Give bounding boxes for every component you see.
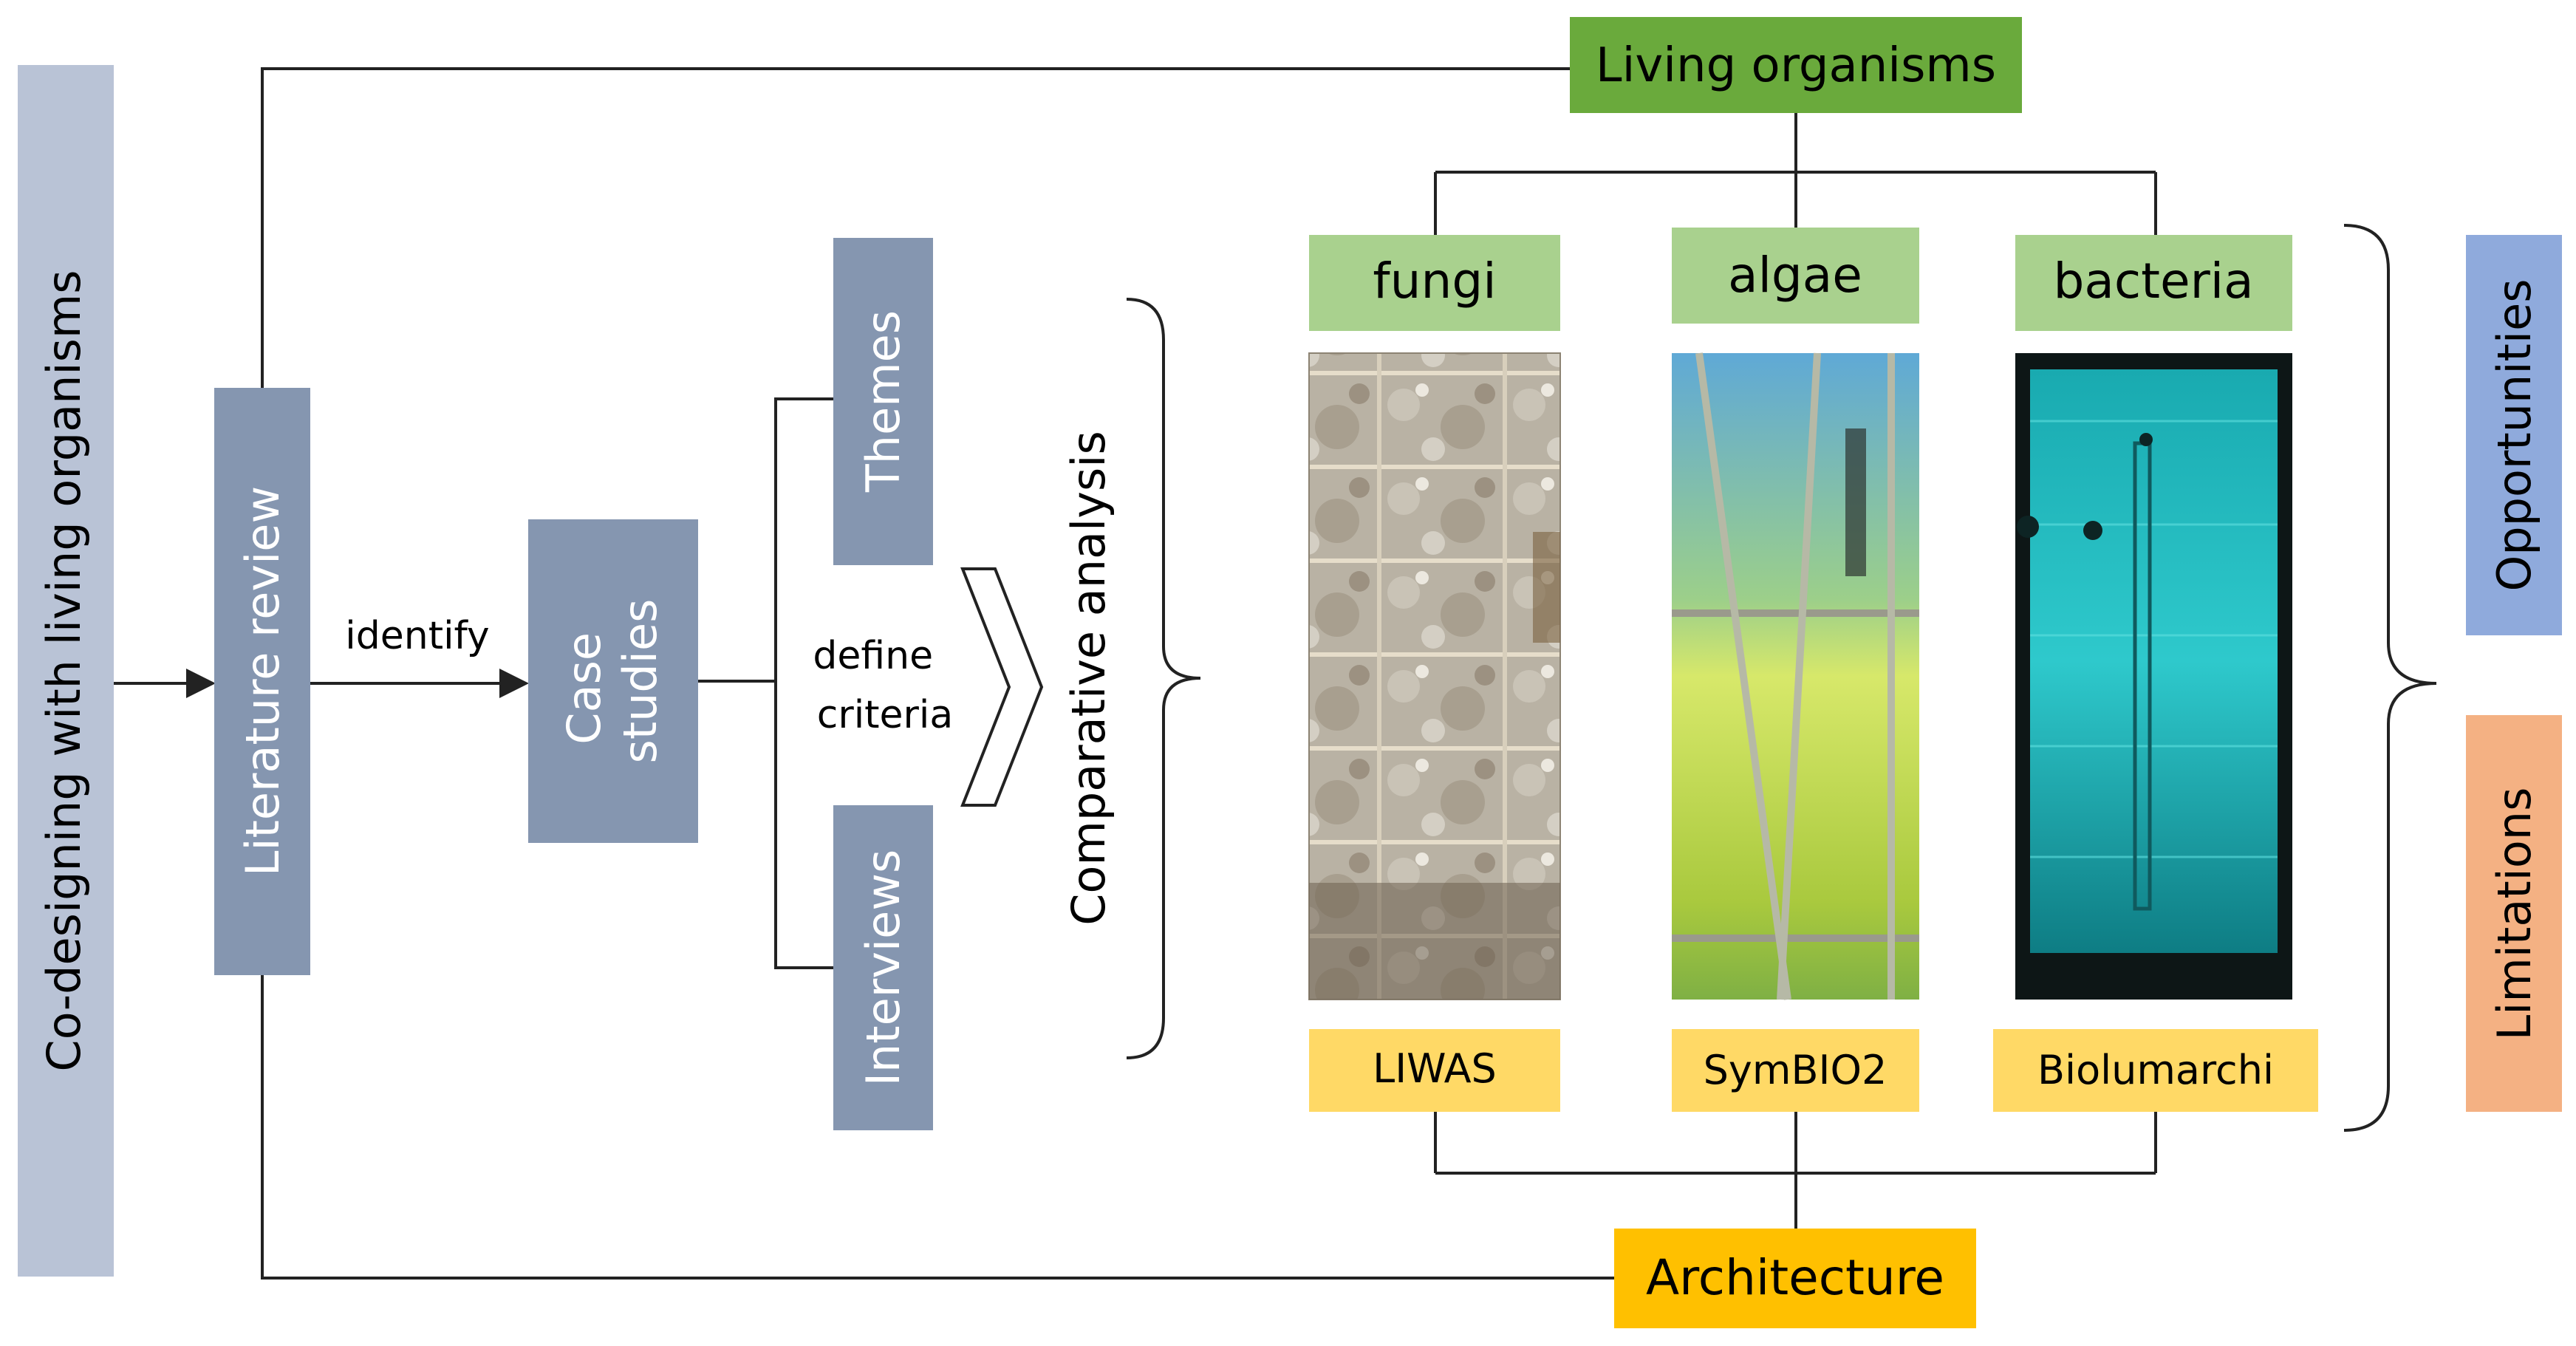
limitations-label: Limitations [2487,788,2541,1041]
define-criteria-line-2: criteria [817,693,954,737]
case-studies-line-2: studies [613,599,667,764]
symbio2-label: SymBIO2 [1704,1047,1887,1093]
themes-label: Themes [856,310,910,493]
liwas-box [1309,1029,1560,1112]
comparative-brace [1126,298,1201,1059]
interviews-box [833,805,933,1130]
define-criteria-line-1: define [813,634,933,678]
chevron-arrow-icon [960,567,1044,807]
opportunities-box [2466,235,2562,635]
biolumarchi-box [1993,1029,2318,1112]
symbio2-box [1672,1029,1919,1112]
outcomes-brace [2343,224,2437,1132]
bottom-connector [261,975,1614,1280]
literature-review-box [214,388,310,975]
top-connector [261,67,1570,388]
bacteria-photo [2015,353,2292,1000]
fungi-box [1309,235,1560,331]
limitations-box [2466,715,2562,1112]
liwas-label: LIWAS [1373,1045,1497,1092]
living-organisms-box [1570,17,2022,113]
fungi-label: fungi [1373,253,1496,310]
define-criteria-label: define criteria [813,634,953,737]
algae-box [1672,228,1919,324]
living-organisms-label: Living organisms [1596,38,1996,93]
left-side-box [18,65,114,1277]
bacteria-label: bacteria [2053,253,2253,310]
interviews-label: Interviews [856,850,910,1087]
algae-photo [1672,352,1919,1000]
biolumarchi-label: Biolumarchi [2037,1047,2274,1093]
algae-label: algae [1728,247,1862,304]
architecture-box [1614,1229,1976,1328]
bacteria-box [2015,235,2292,331]
case-studies-label: Case studies [557,599,667,764]
architecture-label: Architecture [1646,1249,1944,1306]
literature-review-label: Literature review [236,486,290,876]
identify-label: identify [345,614,489,658]
fungi-photo [1308,352,1561,1000]
themes-box [833,238,933,565]
opportunities-label: Opportunities [2487,279,2541,591]
case-studies-line-1: Case [557,632,611,745]
left-side-label: Co-designing with living organisms [37,270,91,1071]
branch-bracket [774,397,833,969]
comparative-analysis-label: Comparative analysis [1062,431,1116,926]
case-studies-box [528,519,698,843]
